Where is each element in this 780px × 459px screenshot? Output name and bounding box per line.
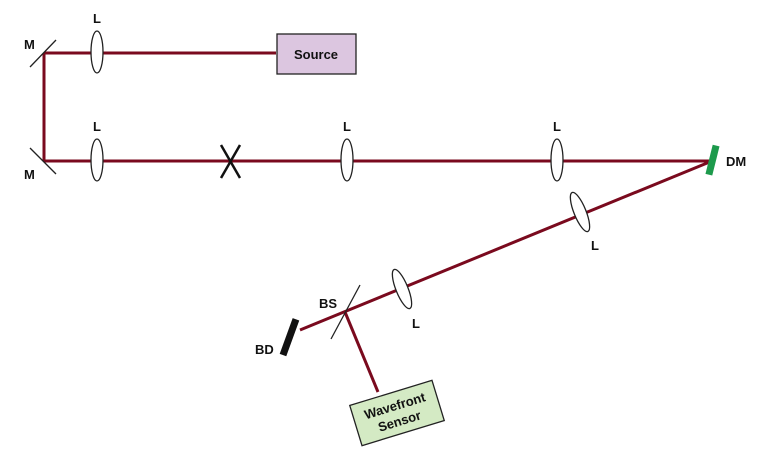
beam-dump-label: BD [255,342,274,357]
mirror-bottom-label: M [24,167,35,182]
beam-splitter-label: BS [319,296,337,311]
mirror-top [29,39,57,68]
lens-6-label: L [412,316,420,331]
lens-5-label: L [591,238,599,253]
source-box: Source [276,33,357,75]
beam-to-sensor [343,311,380,393]
lens-2-label: L [93,119,101,134]
lens-4-label: L [553,119,561,134]
lens-4 [550,138,564,182]
deformable-mirror-label: DM [726,154,746,169]
lens-5 [569,191,591,233]
source-label: Source [294,47,338,62]
lens-1 [90,30,104,74]
beam-paths [42,51,713,393]
beam-splitter [330,284,361,340]
lens-3-label: L [343,119,351,134]
mirror-bottom [29,147,57,175]
mirror-top-label: M [24,37,35,52]
lens-2 [90,138,104,182]
wavefront-sensor-box: Wavefront Sensor [348,379,446,447]
lens-6 [391,268,413,310]
lens-3 [340,138,354,182]
lens-1-label: L [93,11,101,26]
beam-diagonal [299,159,713,332]
beam-dump [279,318,300,357]
focus-cross [219,144,242,179]
deformable-mirror [705,144,720,176]
